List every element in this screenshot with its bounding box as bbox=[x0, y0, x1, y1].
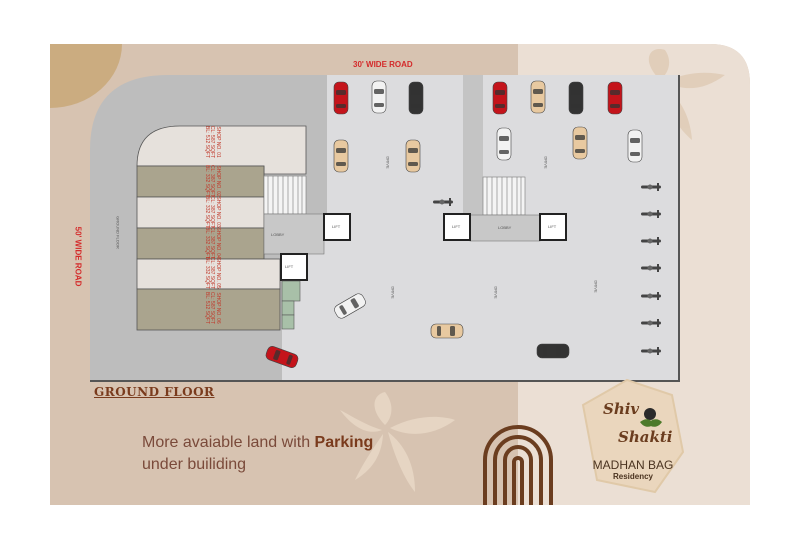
arch-decoration bbox=[483, 425, 553, 505]
car-icon bbox=[405, 139, 421, 173]
car-icon bbox=[572, 126, 588, 160]
lobby-label: LOBBY bbox=[498, 225, 512, 230]
drive-label: DRIVE bbox=[390, 286, 396, 299]
drive-label: DRIVE bbox=[385, 156, 391, 169]
motorbike-icon bbox=[641, 319, 661, 327]
car-icon bbox=[430, 323, 464, 339]
car-icon bbox=[492, 81, 508, 115]
car-icon bbox=[265, 346, 299, 368]
shop-04-block bbox=[136, 227, 265, 260]
staircase-left bbox=[263, 175, 307, 215]
logo-emblem-icon bbox=[640, 408, 662, 427]
lift-label: LIFT bbox=[332, 224, 341, 229]
car-icon bbox=[371, 80, 387, 114]
promo-line2: under builiding bbox=[142, 456, 247, 473]
logo-madhan-text: MADHAN BAG bbox=[592, 458, 674, 472]
shop-03-block bbox=[136, 196, 265, 229]
car-icon bbox=[334, 293, 366, 319]
car-icon bbox=[568, 81, 584, 115]
staircase-right bbox=[482, 176, 526, 216]
car-icon bbox=[607, 81, 623, 115]
logo-backdrop bbox=[581, 378, 685, 494]
drive-label: DRIVE bbox=[593, 280, 599, 293]
lobby-right bbox=[469, 214, 541, 242]
shop-label-06: SHOP NO. 06 CL: 587 SQFT BL: 512 SQFT bbox=[204, 291, 221, 325]
top-road-label: 30' WIDE ROAD bbox=[353, 60, 413, 69]
lobby-left bbox=[263, 213, 325, 255]
parked-cars bbox=[265, 80, 643, 368]
brand-logo: Shiv Shakti MADHAN BAG Residency bbox=[583, 385, 683, 485]
motorbike-icon bbox=[641, 237, 661, 245]
lift-left-bottom bbox=[280, 253, 308, 281]
motorbike-icon bbox=[641, 264, 661, 272]
motorbike-icon bbox=[641, 347, 661, 355]
left-road-label: 50' WIDE ROAD bbox=[73, 226, 83, 287]
car-icon bbox=[333, 81, 349, 115]
car-icon bbox=[408, 81, 424, 115]
logo-shiv-text: Shiv bbox=[603, 400, 640, 418]
parked-bikes bbox=[433, 183, 661, 355]
lobby-label: LOBBY bbox=[271, 232, 285, 237]
lift-right-a bbox=[443, 213, 471, 241]
logo-residency-text: Residency bbox=[612, 472, 654, 481]
shop-02-block bbox=[136, 165, 265, 198]
lift-label: LIFT bbox=[548, 224, 557, 229]
car-icon bbox=[333, 139, 349, 173]
motorbike-icon bbox=[433, 198, 453, 206]
utility-rooms bbox=[281, 280, 301, 330]
motorbike-icon bbox=[641, 183, 661, 191]
promo-line1-bold: Parking bbox=[314, 434, 374, 451]
shop-06-block bbox=[136, 288, 281, 331]
shop-05-block bbox=[136, 258, 281, 290]
lift-label: LIFT bbox=[285, 264, 294, 269]
divider-column bbox=[463, 75, 483, 215]
lift-label: LIFT bbox=[452, 224, 461, 229]
corner-circle-decoration bbox=[50, 44, 122, 108]
car-icon bbox=[536, 343, 570, 359]
floor-title: GROUND FLOOR bbox=[94, 385, 215, 399]
car-icon bbox=[627, 129, 643, 163]
promo-text: More avaiable land with Parking under bu… bbox=[142, 432, 373, 476]
logo-shakti-text: Shakti bbox=[618, 428, 673, 446]
car-icon bbox=[496, 127, 512, 161]
lift-left-top bbox=[323, 213, 351, 241]
ground-floor-tag: GROUND FLOOR bbox=[115, 216, 121, 249]
leaf-decoration-bottom bbox=[340, 392, 455, 492]
motorbike-icon bbox=[641, 210, 661, 218]
shop-block-top bbox=[136, 125, 307, 175]
drive-label: DRIVE bbox=[543, 156, 549, 169]
motorbike-icon bbox=[641, 292, 661, 300]
car-icon bbox=[530, 80, 546, 114]
lift-right-b bbox=[539, 213, 567, 241]
drive-label: DRIVE bbox=[493, 286, 499, 299]
promo-line1-prefix: More avaiable land with bbox=[142, 434, 315, 451]
